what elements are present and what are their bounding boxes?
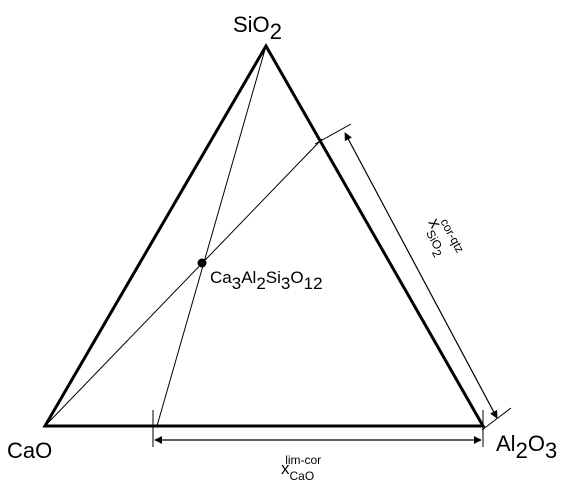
ternary-triangle [42, 42, 486, 428]
measure-label-right: xSiO2cor-qtz [416, 212, 467, 266]
measure-label-bottom: xCaOlim-cor [281, 453, 321, 483]
join-line-cao [44, 138, 323, 427]
tick-right-top [314, 123, 352, 145]
tick-right-bottom [481, 407, 512, 431]
vertex-label-sio2: SiO2 [233, 12, 282, 44]
vertex-label-cao: CaO [7, 438, 52, 463]
compound-label: Ca3Al2Si3O12 [210, 268, 323, 293]
compound-point [197, 258, 207, 268]
arrow-right [344, 132, 498, 419]
join-line-sio2 [156, 45, 267, 427]
vertex-label-al2o3: Al2O3 [496, 431, 557, 463]
